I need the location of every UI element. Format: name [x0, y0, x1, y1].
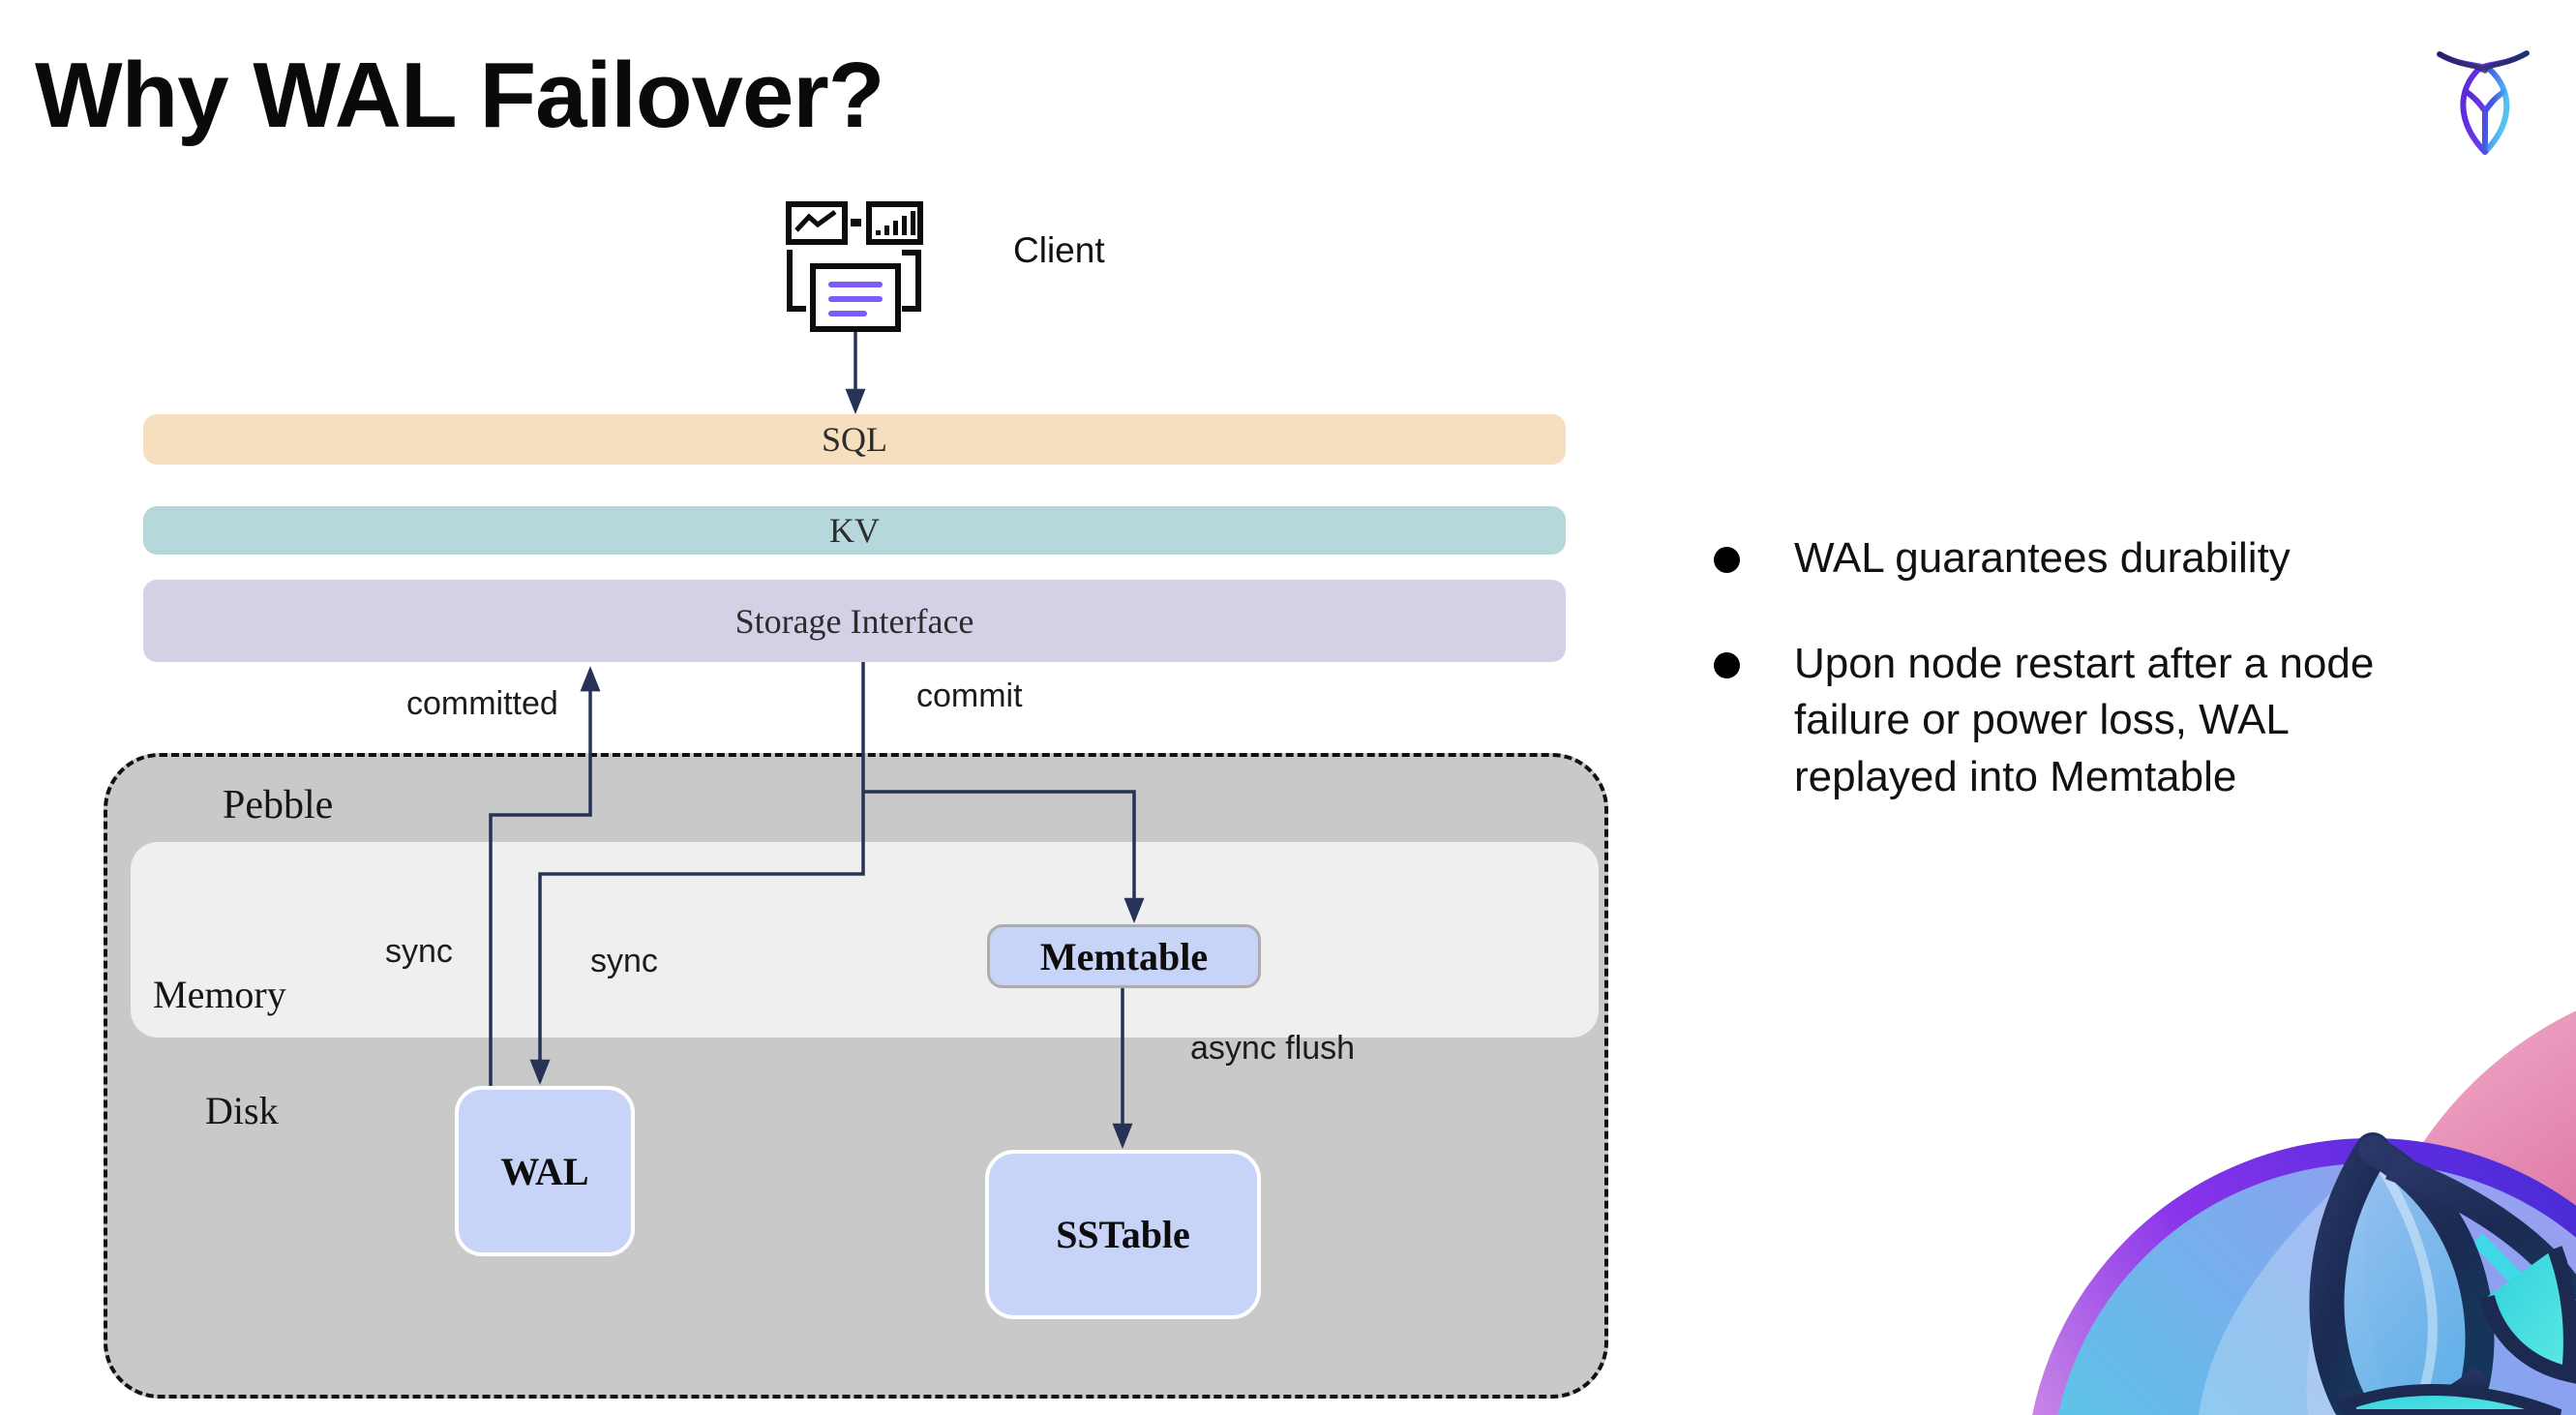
list-item: WAL guarantees durability: [1714, 530, 2565, 587]
sstable-node: SSTable: [985, 1150, 1261, 1319]
layer-sql: SQL: [143, 414, 1566, 465]
bar-chart-icon: [866, 201, 923, 245]
layer-storage-interface: Storage Interface: [143, 580, 1566, 662]
bullet-text: Upon node restart after a node failure o…: [1794, 639, 2375, 800]
bracket-right-icon: [902, 250, 921, 312]
disk-zone-label: Disk: [205, 1089, 279, 1132]
committed-edge-label: committed: [406, 685, 558, 722]
document-icon: [810, 263, 901, 332]
sync-left-edge-label: sync: [385, 933, 453, 970]
bullet-list: WAL guarantees durability Upon node rest…: [1714, 530, 2565, 854]
bullet-icon: [1714, 547, 1740, 573]
async-flush-edge-label: async flush: [1190, 1030, 1356, 1067]
bullet-icon: [1714, 651, 1740, 678]
client-label: Client: [1013, 230, 1105, 270]
bullet-text: WAL guarantees durability: [1794, 534, 2291, 582]
commit-edge-label: commit: [916, 677, 1023, 714]
memory-zone: [131, 842, 1599, 1038]
memory-zone-label: Memory: [153, 973, 286, 1016]
bracket-left-icon: [787, 250, 806, 312]
pebble-label: Pebble: [223, 783, 334, 828]
page-title: Why WAL Failover?: [35, 44, 884, 147]
wal-node: WAL: [455, 1086, 635, 1256]
list-item: Upon node restart after a node failure o…: [1714, 636, 2565, 806]
cockroachdb-logo-icon: [2437, 50, 2530, 155]
sync-right-edge-label: sync: [590, 943, 658, 979]
layer-kv: KV: [143, 506, 1566, 555]
line-chart-icon: [786, 201, 848, 245]
brand-art-graphic: [2032, 1010, 2576, 1415]
dash-connector-icon: [851, 219, 861, 226]
memtable-node: Memtable: [987, 924, 1261, 988]
